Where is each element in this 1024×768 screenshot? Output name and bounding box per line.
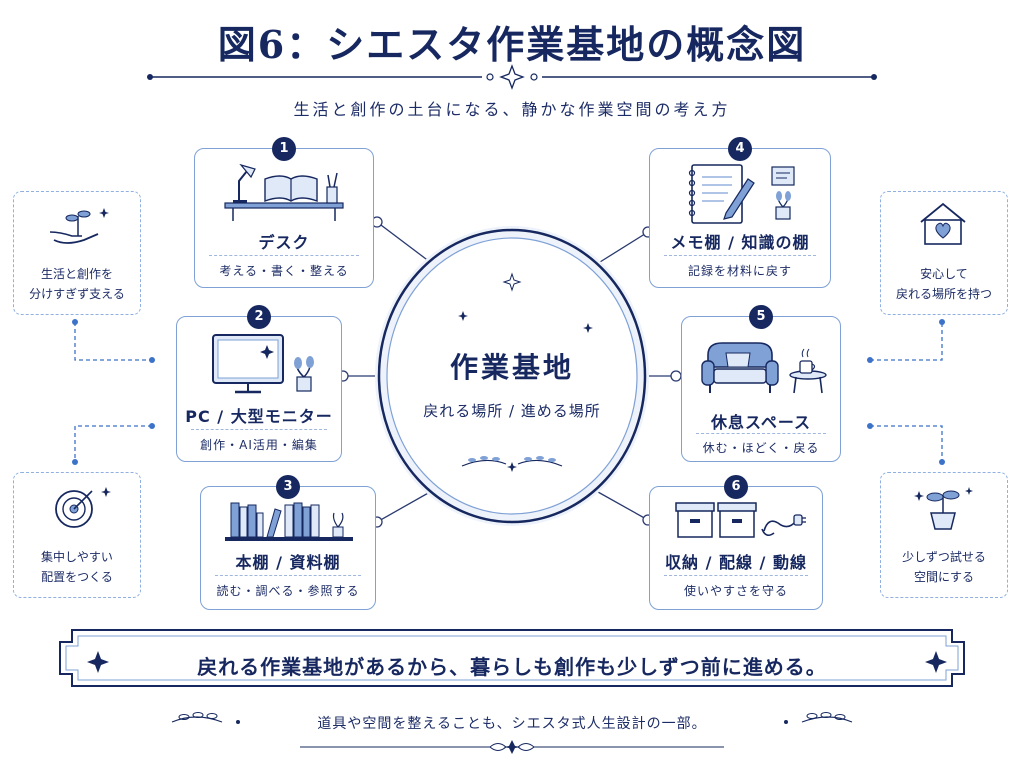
potted-plant-icon (914, 487, 973, 530)
card-number-badge: 2 (247, 305, 271, 329)
footer-note: 道具や空間を整えることも、シエスタ式人生設計の一部。 (317, 716, 707, 732)
side-note-line2: 空間にする (913, 570, 975, 584)
card-storage-wiring: 6 収納 / 配線 / 動線 使いやすさを守る (649, 475, 823, 610)
card-divider (664, 255, 816, 256)
card-number-badge: 6 (724, 475, 748, 499)
desk-lamp-book-icon (224, 163, 344, 221)
card-title: 休息スペース (710, 413, 812, 432)
card-divider (664, 575, 808, 576)
bookshelf-icon (225, 502, 353, 541)
side-note-line1: 生活と創作を (40, 267, 113, 281)
side-note-line1: 少しずつ試せる (902, 550, 986, 564)
monitor-plant-icon (212, 334, 314, 394)
bottom-banner: 戻れる作業基地があるから、暮らしも創作も少しずつ前に進める。 (197, 655, 827, 679)
card-memo-shelf: 4 メモ棚 / 知識の棚 記録を材料に戻す (649, 137, 831, 288)
card-number-badge: 5 (749, 305, 773, 329)
side-note-line2: 配置をつくる (41, 570, 113, 584)
card-pc-monitor: 2 PC / 大型モニター 創作・AI活用・編集 (176, 305, 342, 462)
card-number-badge: 3 (276, 475, 300, 499)
card-divider (215, 575, 361, 576)
card-number-badge: 1 (272, 137, 296, 161)
house-heart-icon (920, 202, 966, 245)
side-note-focus: 集中しやすい 配置をつくる (13, 472, 141, 598)
card-rest-space: 5 休息スペース 休む・ほどく・戻る (681, 305, 841, 462)
card-divider (696, 433, 826, 434)
card-bookshelf: 3 本棚 / 資料棚 読む・調べる・参照する (200, 475, 376, 610)
card-subtitle: 考える・書く・整える (219, 264, 349, 278)
card-subtitle: 創作・AI活用・編集 (200, 438, 318, 452)
card-title: 本棚 / 資料棚 (235, 553, 341, 572)
armchair-icon (701, 342, 827, 394)
side-note-line2: 分けすぎず支える (29, 287, 125, 301)
side-note-support: 生活と創作を 分けすぎず支える (13, 191, 141, 315)
card-title: メモ棚 / 知識の棚 (670, 233, 810, 252)
card-divider (209, 255, 359, 256)
card-title: デスク (258, 233, 310, 252)
target-icon (55, 487, 111, 528)
center-title: 作業基地 (449, 351, 574, 384)
card-subtitle: 休む・ほどく・戻る (702, 441, 820, 455)
card-title: 収納 / 配線 / 動線 (665, 553, 807, 572)
card-subtitle: 使いやすさを守る (683, 584, 788, 598)
card-divider (191, 429, 327, 430)
notebook-pen-icon (688, 164, 795, 224)
side-note-line1: 安心して (920, 267, 968, 281)
card-number-badge: 4 (728, 137, 752, 161)
card-subtitle: 記録を材料に戻す (687, 264, 792, 278)
card-title: PC / 大型モニター (185, 407, 333, 426)
hand-sprout-icon (49, 208, 109, 244)
side-note-line2: 戻れる場所を持つ (895, 287, 992, 301)
card-desk: 1 デスク 考える・書く・整える (194, 137, 374, 288)
card-subtitle: 読む・調べる・参照する (216, 584, 360, 598)
side-note-try: 少しずつ試せる 空間にする (880, 472, 1008, 598)
page-title: 図6：シエスタ作業基地の概念図 (217, 22, 807, 67)
center-subtitle: 戻れる場所 / 進める場所 (423, 402, 601, 420)
page-subtitle: 生活と創作の土台になる、静かな作業空間の考え方 (293, 100, 731, 119)
side-note-safe-place: 安心して 戻れる場所を持つ (880, 191, 1008, 315)
storage-boxes-cable-icon (675, 502, 806, 538)
side-note-line1: 集中しやすい (41, 550, 113, 564)
